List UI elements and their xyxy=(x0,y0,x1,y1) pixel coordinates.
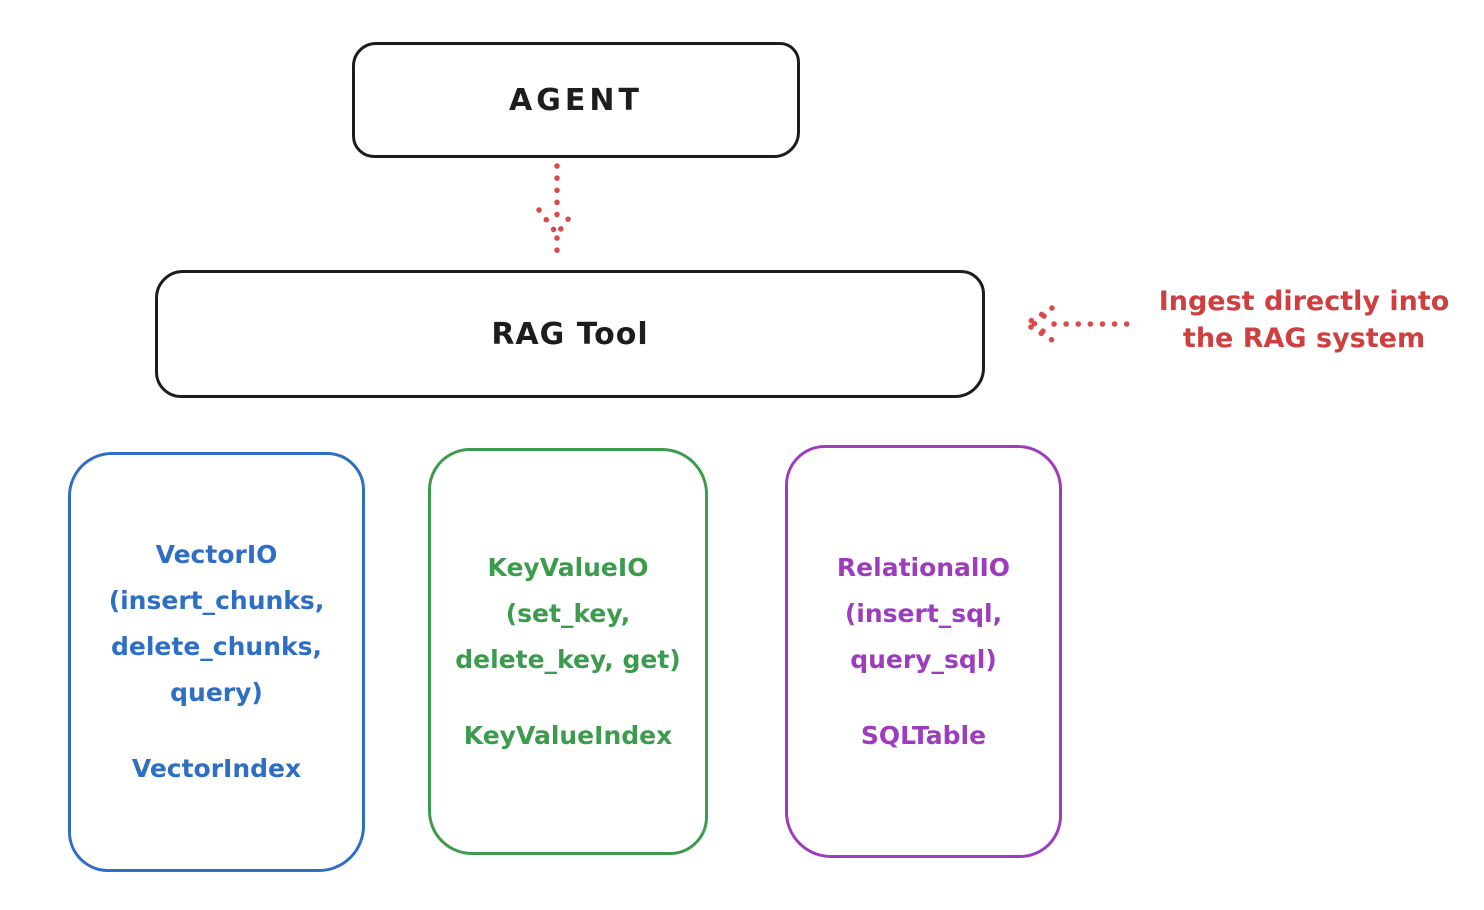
arrow-annotation-to-ragtool-icon xyxy=(1020,305,1135,343)
annotation-ingest-note: Ingest directly into the RAG system xyxy=(1136,283,1472,357)
panel-vector-io: VectorIO (insert_chunks, delete_chunks, … xyxy=(68,452,365,872)
key-value-index-label: KeyValueIndex xyxy=(463,720,673,750)
panel-relational-io: RelationalIO (insert_sql, query_sql) SQL… xyxy=(785,445,1062,858)
agent-box: AGENT xyxy=(352,42,800,158)
vector-index-label: VectorIndex xyxy=(131,754,302,783)
relational-io-signature: RelationalIO (insert_sql, query_sql) xyxy=(836,552,1011,674)
agent-box-label: AGENT xyxy=(509,82,643,118)
key-value-io-signature: KeyValueIO (set_key, delete_key, get) xyxy=(455,552,681,674)
rag-tool-box: RAG Tool xyxy=(155,270,985,398)
panel-key-value-io: KeyValueIO (set_key, delete_key, get) Ke… xyxy=(428,448,708,855)
arrow-agent-to-ragtool-icon xyxy=(536,163,578,255)
vector-io-signature: VectorIO (insert_chunks, delete_chunks, … xyxy=(108,540,325,707)
rag-tool-box-label: RAG Tool xyxy=(491,316,649,352)
annotation-line-1: Ingest directly into xyxy=(1158,286,1450,317)
sql-table-label: SQLTable xyxy=(860,720,987,750)
annotation-line-2: the RAG system xyxy=(1182,323,1426,354)
